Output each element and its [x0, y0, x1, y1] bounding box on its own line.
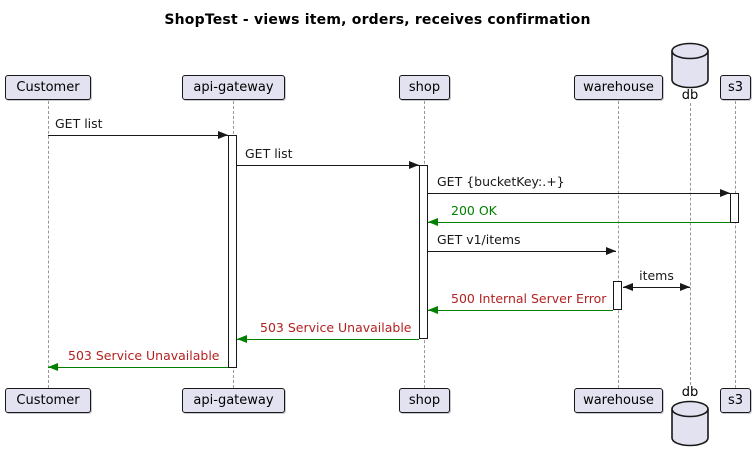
participant-shop-top: shop	[399, 75, 450, 100]
arrowhead-icon	[48, 363, 58, 371]
lifeline-s3	[735, 101, 736, 388]
participant-customer-bottom: Customer	[5, 388, 91, 413]
message-line	[428, 251, 616, 252]
participant-label: Customer	[16, 393, 80, 408]
participant-label: warehouse	[583, 393, 654, 408]
message-label: GET v1/items	[437, 232, 521, 247]
participant-shop-bottom: shop	[399, 388, 450, 413]
message-label: GET list	[55, 116, 103, 131]
message-line	[428, 193, 730, 194]
activation-bar-s3	[730, 193, 739, 223]
participant-customer-top: Customer	[5, 75, 91, 100]
activation-bar-api-gateway	[228, 135, 237, 368]
message-label: 500 Internal Server Error	[451, 291, 607, 306]
arrowhead-right-icon	[680, 283, 690, 291]
participant-api-gateway-bottom: api-gateway	[182, 388, 285, 413]
lifeline-customer	[48, 101, 49, 388]
activation-bar-warehouse	[613, 281, 622, 310]
arrowhead-icon	[606, 247, 616, 255]
participant-warehouse-top: warehouse	[574, 75, 663, 100]
message-label: 503 Service Unavailable	[260, 320, 412, 335]
arrowhead-icon	[218, 131, 228, 139]
lifeline-db	[690, 103, 691, 385]
participant-s3-top: s3	[720, 75, 751, 100]
message-label: GET list	[245, 146, 293, 161]
message-line	[428, 222, 730, 223]
participant-label: s3	[727, 393, 744, 408]
database-label-top: db	[681, 88, 699, 103]
diagram-title: ShopTest - views item, orders, receives …	[164, 12, 591, 28]
database-label-bottom: db	[681, 385, 699, 400]
participant-label: shop	[408, 80, 441, 95]
message-label: 503 Service Unavailable	[68, 348, 220, 363]
arrowhead-icon	[720, 189, 730, 197]
message-line	[48, 135, 228, 136]
participant-label: shop	[408, 393, 441, 408]
message-label: items	[639, 268, 674, 283]
arrowhead-icon	[237, 335, 247, 343]
arrowhead-icon	[428, 218, 438, 226]
message-label: GET {bucketKey:.+}	[437, 174, 565, 189]
participant-warehouse-bottom: warehouse	[574, 388, 663, 413]
participant-label: api-gateway	[193, 393, 274, 408]
participant-label: Customer	[16, 80, 80, 95]
message-line	[48, 367, 228, 368]
arrowhead-left-icon	[623, 283, 633, 291]
message-line	[237, 165, 419, 166]
participant-label: warehouse	[583, 80, 654, 95]
message-line	[623, 287, 690, 288]
message-label: 200 OK	[451, 203, 497, 218]
database-cylinder-icon	[671, 42, 709, 89]
message-line	[237, 339, 419, 340]
arrowhead-icon	[428, 306, 438, 314]
participant-label: api-gateway	[193, 80, 274, 95]
arrowhead-icon	[409, 161, 419, 169]
participant-s3-bottom: s3	[720, 388, 751, 413]
participant-api-gateway-top: api-gateway	[182, 75, 285, 100]
database-cylinder-icon	[671, 400, 709, 447]
lifeline-warehouse	[618, 101, 619, 388]
message-line	[428, 310, 613, 311]
activation-bar-shop	[419, 165, 428, 339]
participant-label: s3	[727, 80, 744, 95]
